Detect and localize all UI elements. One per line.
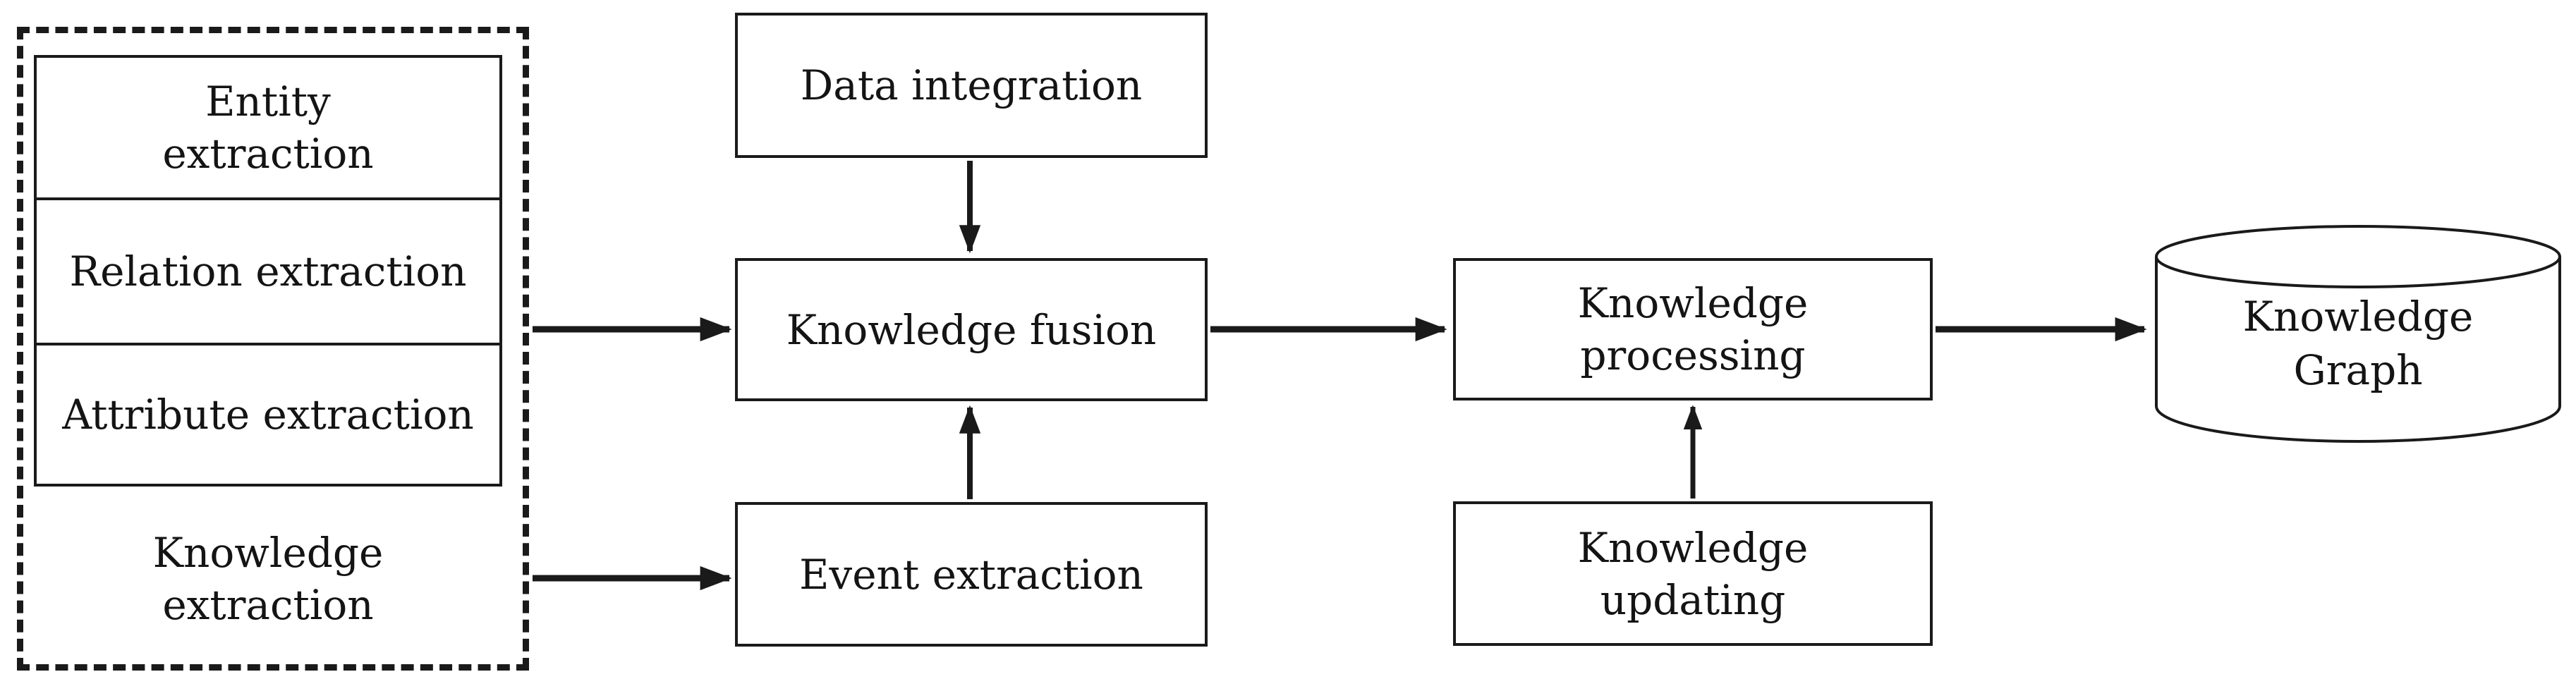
knowledge-graph-label: Knowledge Graph: [2156, 276, 2560, 410]
knowledge-graph-label-line2: Graph: [2293, 346, 2423, 394]
extraction-sub-box-stack: Entity extraction Relation extraction At…: [34, 55, 502, 487]
knowledge-updating-box: Knowledge updating: [1453, 501, 1933, 646]
entity-extraction-label-line2: extraction: [162, 130, 374, 178]
knowledge-updating-label-line2: updating: [1600, 575, 1786, 624]
attribute-extraction-box: Attribute extraction: [37, 343, 499, 484]
knowledge-graph-label-line1: Knowledge: [2242, 293, 2474, 341]
knowledge-processing-box: Knowledge processing: [1453, 258, 1933, 400]
knowledge-fusion-box: Knowledge fusion: [735, 258, 1208, 401]
knowledge-extraction-caption-line2: extraction: [162, 580, 374, 629]
entity-extraction-label-line1: Entity: [205, 78, 331, 126]
relation-extraction-label: Relation extraction: [69, 247, 467, 295]
entity-extraction-box: Entity extraction: [37, 58, 499, 197]
data-integration-label: Data integration: [800, 61, 1143, 109]
knowledge-processing-label-line2: processing: [1580, 331, 1806, 379]
attribute-extraction-label: Attribute extraction: [62, 391, 474, 439]
knowledge-extraction-caption: Knowledge extraction: [34, 487, 502, 671]
event-extraction-box: Event extraction: [735, 502, 1208, 647]
knowledge-updating-label-line1: Knowledge: [1577, 523, 1809, 572]
knowledge-fusion-label: Knowledge fusion: [786, 305, 1157, 354]
data-integration-box: Data integration: [735, 13, 1208, 158]
relation-extraction-box: Relation extraction: [37, 197, 499, 343]
knowledge-extraction-group: [17, 27, 529, 671]
knowledge-processing-label-line1: Knowledge: [1577, 279, 1809, 327]
knowledge-extraction-caption-line1: Knowledge: [152, 528, 384, 577]
event-extraction-label: Event extraction: [799, 550, 1143, 599]
